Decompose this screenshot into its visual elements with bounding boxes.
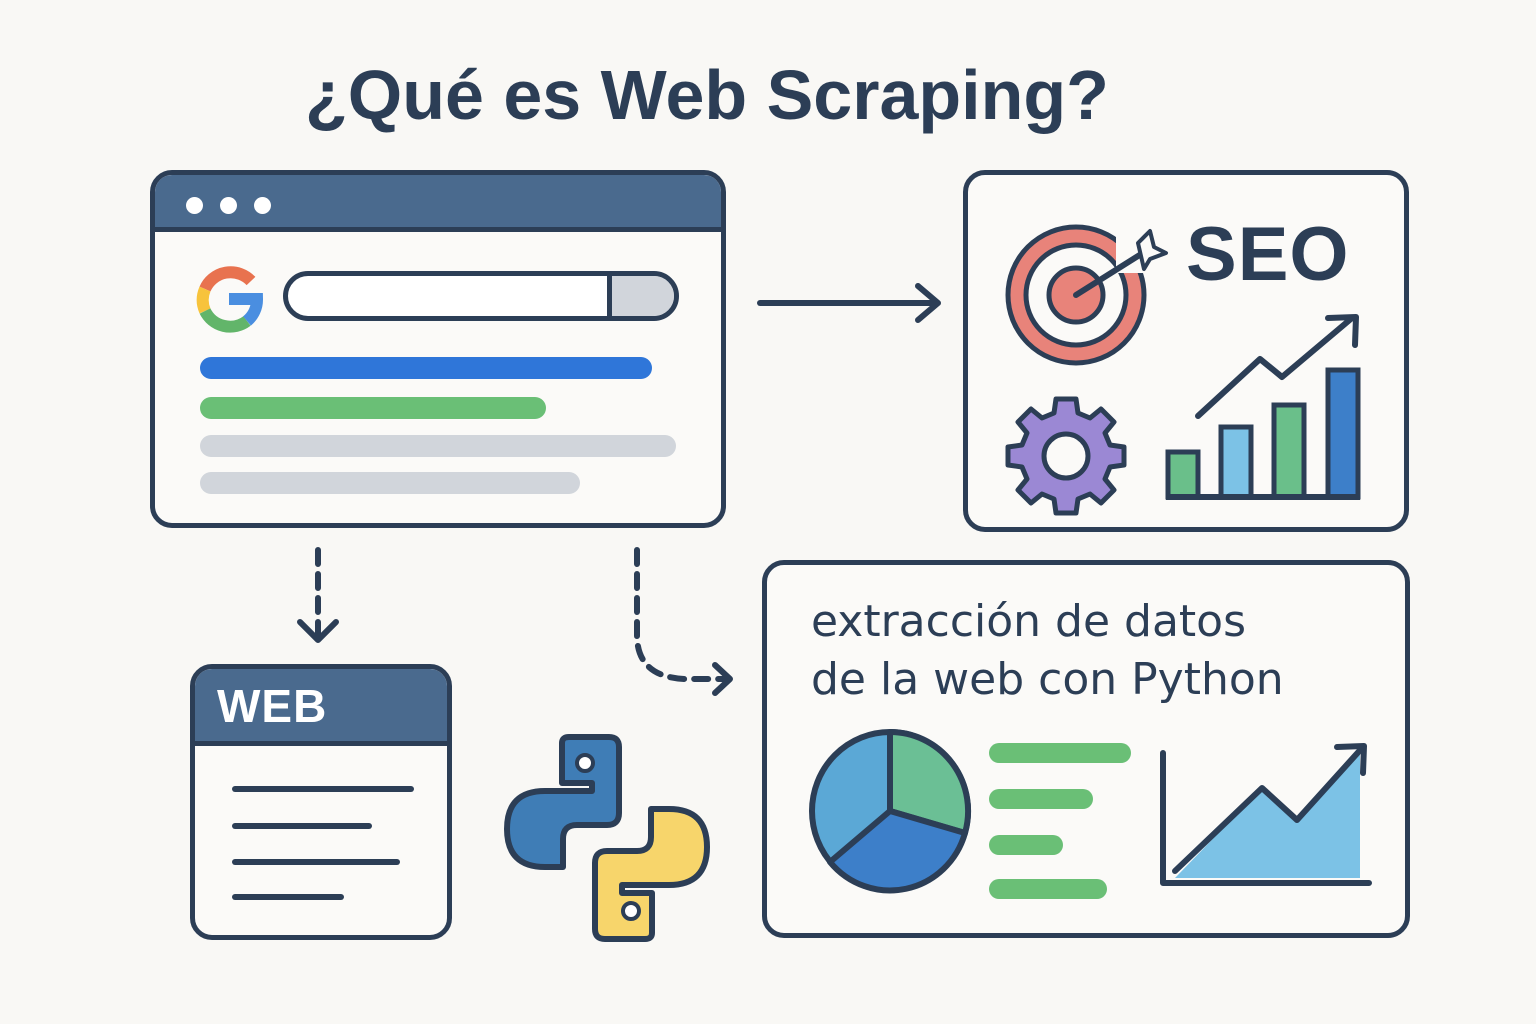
seo-label: SEO <box>1186 212 1350 297</box>
window-dot <box>220 197 237 214</box>
doc-line <box>232 823 372 829</box>
window-dot <box>254 197 271 214</box>
arrow-right-icon <box>757 283 941 323</box>
web-label: WEB <box>217 680 328 732</box>
google-logo-icon <box>196 266 263 333</box>
result-line-gray <box>200 472 580 494</box>
bar-chart-trend-icon <box>1165 314 1361 500</box>
title-text: ¿Qué es Web Scraping? <box>305 56 1109 134</box>
web-document-panel: WEB <box>190 664 452 940</box>
area-chart-icon <box>1160 743 1372 886</box>
seo-panel: SEO <box>963 170 1409 532</box>
dashed-curved-arrow-icon <box>634 547 733 696</box>
pie-chart-icon <box>809 728 972 894</box>
doc-line <box>232 894 344 900</box>
browser-window-panel <box>150 170 726 528</box>
search-input[interactable] <box>283 271 679 321</box>
search-button[interactable] <box>607 276 674 316</box>
description-line-2: de la web con Python <box>811 654 1284 705</box>
list-line <box>989 789 1093 809</box>
doc-line <box>232 786 414 792</box>
gear-icon <box>1005 396 1127 516</box>
list-line <box>989 743 1131 763</box>
browser-title-bar <box>155 175 721 232</box>
result-line-blue <box>200 357 652 379</box>
list-line <box>989 835 1063 855</box>
list-line <box>989 879 1107 899</box>
description-line-1: extracción de datos <box>811 596 1247 647</box>
target-arrow-icon <box>1005 224 1168 366</box>
result-line-gray <box>200 435 676 457</box>
python-logo-icon <box>504 734 710 942</box>
result-line-green <box>200 397 546 419</box>
data-extraction-panel: extracción de datos de la web con Python <box>762 560 1410 938</box>
window-dot <box>186 197 203 214</box>
web-header: WEB <box>195 669 447 746</box>
extraction-description: extracción de datos de la web con Python <box>811 593 1284 709</box>
doc-line <box>232 859 400 865</box>
dashed-arrow-down-icon <box>297 547 339 643</box>
